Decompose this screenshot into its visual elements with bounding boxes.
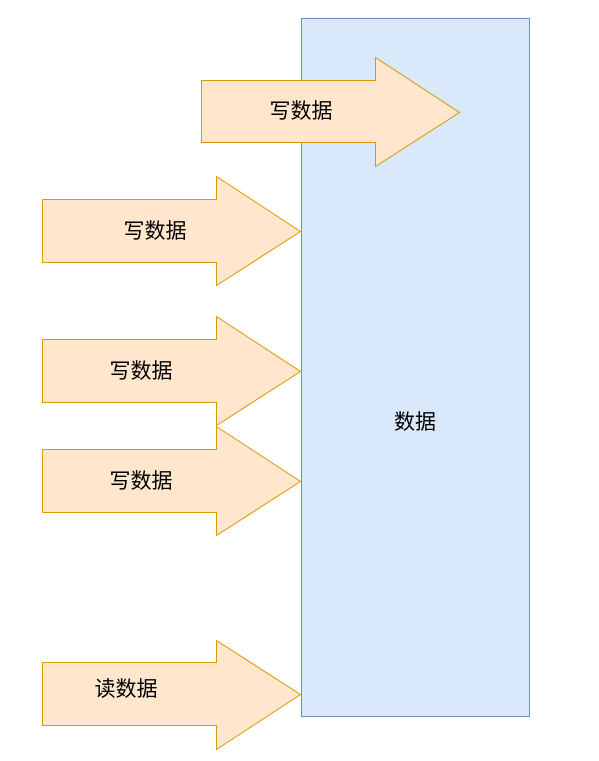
- write-arrow-4-label: 写数据: [110, 469, 173, 493]
- write-arrow-3: [42, 315, 302, 427]
- write-arrow-1-label: 写数据: [270, 99, 333, 123]
- read-arrow: [42, 639, 302, 751]
- read-arrow-label: 读数据: [95, 677, 158, 701]
- write-arrow-1: [201, 56, 461, 168]
- write-arrow-2-label: 写数据: [124, 219, 187, 243]
- write-arrow-4: [42, 425, 302, 537]
- write-arrow-3-label: 写数据: [110, 359, 173, 383]
- data-block-label: 数据: [394, 410, 436, 434]
- write-arrow-2: [42, 175, 302, 287]
